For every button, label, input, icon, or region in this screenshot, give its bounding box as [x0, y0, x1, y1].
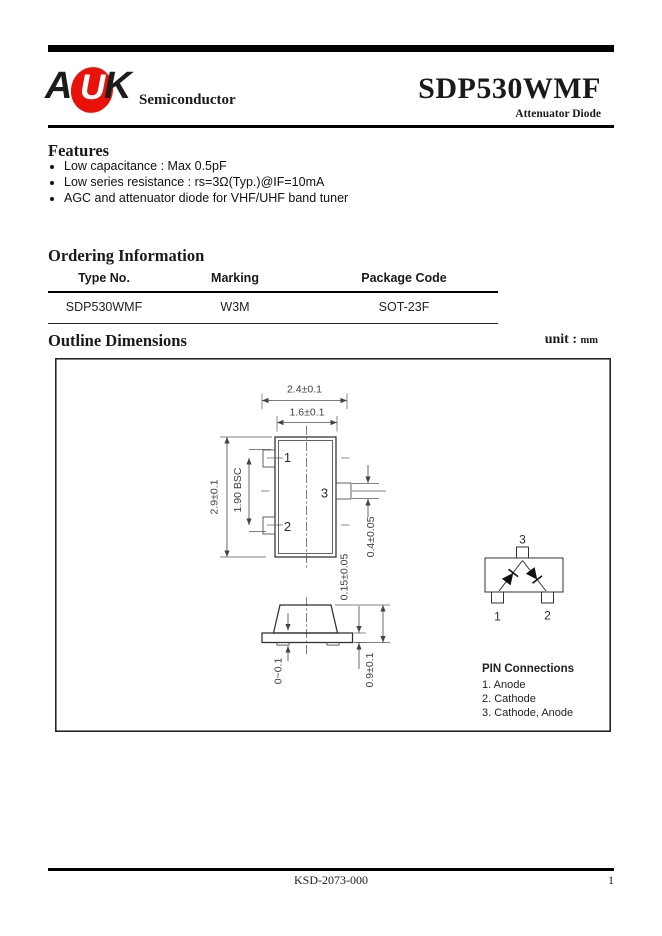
side-view: 0.15±0.05 0~0.1 0.9±0.1	[261, 554, 390, 687]
pin1-label: 1	[284, 450, 291, 465]
feature-item: AGC and attenuator diode for VHF/UHF ban…	[64, 190, 348, 206]
outline-drawing: 2.4±0.1 1.6±0.1 1 2 3 2.9±0.1 1.90 BSC	[55, 358, 611, 732]
dim-height-total: 0.9±0.1	[364, 652, 376, 687]
column-header: Package Code	[361, 271, 447, 285]
pin-connection-item: 2. Cathode	[482, 693, 536, 705]
schematic-pin2	[541, 591, 554, 604]
type-no-cell: SDP530WMF	[65, 300, 143, 314]
dim-lead-width: 0.4±0.05	[365, 516, 377, 557]
dim-width-overall: 2.4±0.1	[287, 384, 322, 396]
header-rule	[48, 125, 614, 128]
dim-lead-pitch: 1.90 BSC	[232, 467, 244, 512]
diode-3-2	[525, 567, 543, 584]
logo-suffix: Semiconductor	[139, 92, 236, 108]
logo-letter-a: A	[45, 65, 73, 107]
schematic: 3 1 2	[484, 533, 564, 624]
outline-box	[55, 358, 611, 732]
logo-letter-k: K	[104, 65, 132, 107]
marking-cell: W3M	[220, 300, 250, 314]
pin3-label: 3	[321, 486, 328, 501]
side-body	[272, 604, 339, 634]
pin2-label: 2	[284, 519, 291, 534]
feature-item: Low capacitance : Max 0.5pF	[64, 158, 348, 174]
pin-connection-item: 3. Cathode, Anode	[482, 707, 574, 719]
top-view: 2.4±0.1 1.6±0.1 1 2 3 2.9±0.1 1.90 BSC	[209, 384, 386, 568]
ordering-heading: Ordering Information	[48, 246, 205, 265]
column-header: Type No.	[78, 271, 130, 285]
schematic-pin3	[516, 546, 529, 559]
dim-lead-thickness: 0.15±0.05	[339, 554, 351, 601]
ordering-table-header: Type No. Marking Package Code	[48, 269, 498, 291]
unit-value: mm	[580, 335, 599, 346]
column-header: Marking	[211, 271, 259, 285]
features-list: Low capacitance : Max 0.5pF Low series r…	[50, 158, 348, 206]
outline-heading: Outline Dimensions	[48, 331, 187, 350]
schematic-pin2-label: 2	[544, 609, 551, 623]
logo-letter-u: U	[80, 68, 106, 107]
seating-plane	[261, 632, 354, 644]
table-rule-top	[48, 291, 498, 293]
pin3-lead	[335, 482, 352, 500]
page-subtitle: Attenuator Diode	[515, 108, 601, 120]
unit-label: unit :	[544, 332, 577, 347]
features-heading: Features	[48, 141, 110, 160]
diode-1-3	[501, 568, 519, 586]
footer-page-number: 1	[608, 873, 614, 887]
dim-width-body: 1.6±0.1	[290, 407, 325, 419]
page-title: SDP530WMF	[418, 72, 601, 105]
table-rule-bottom	[48, 323, 498, 325]
pin-connection-item: 1. Anode	[482, 679, 526, 691]
ordering-table: Type No. Marking Package Code SDP530WMF …	[48, 269, 498, 325]
unit-note: unit : mm	[480, 332, 598, 348]
pin2-lead	[262, 516, 276, 535]
schematic-pin1-label: 1	[494, 610, 501, 624]
schematic-pin3-label: 3	[519, 533, 526, 547]
dim-height-body: 2.9±0.1	[209, 479, 221, 514]
pin-connections-heading: PIN Connections	[482, 663, 575, 675]
table-row: SDP530WMF W3M SOT-23F	[48, 293, 498, 323]
package-code-cell: SOT-23F	[378, 300, 430, 314]
pin1-lead	[262, 449, 276, 468]
footer-doc-number: KSD-2073-000	[294, 873, 368, 887]
dim-standoff: 0~0.1	[273, 658, 285, 685]
top-black-bar	[48, 45, 614, 52]
schematic-pin1	[491, 591, 504, 604]
footer-rule	[48, 868, 614, 871]
feature-item: Low series resistance : rs=3Ω(Typ.)@IF=1…	[64, 174, 348, 190]
pin-connections: PIN Connections 1. Anode 2. Cathode 3. C…	[482, 662, 574, 720]
